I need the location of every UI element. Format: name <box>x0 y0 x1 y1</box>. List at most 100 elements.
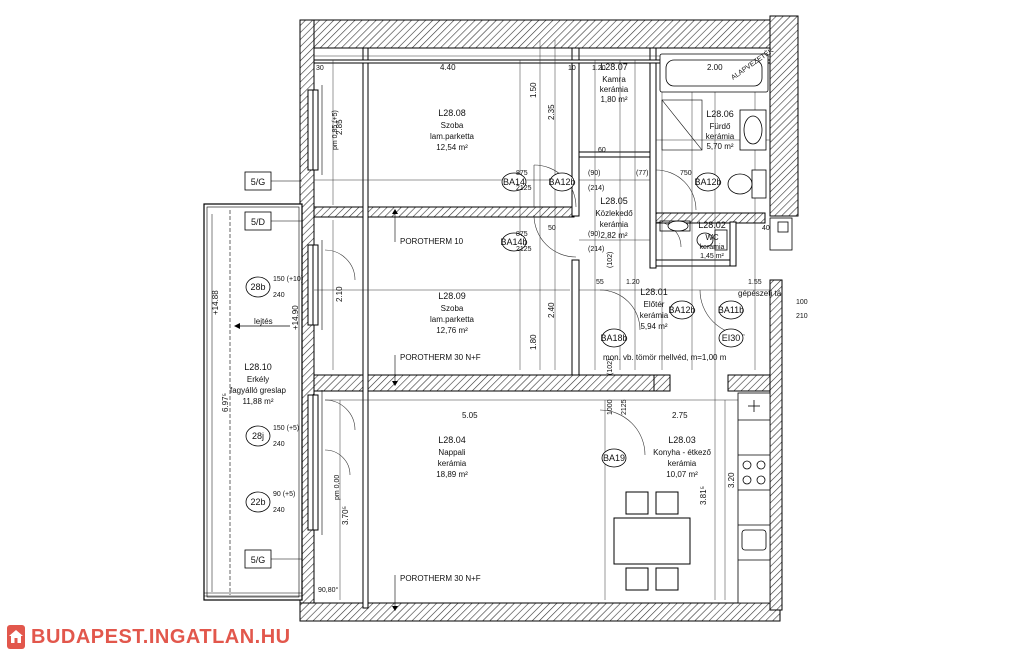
room-area: 5,70 m² <box>706 142 733 151</box>
room-id: L28.02 <box>698 220 726 230</box>
dim: +14.90 <box>291 305 300 330</box>
room-id: L28.08 <box>438 108 466 118</box>
room-floor: kerámia <box>600 85 629 94</box>
room-floor: lam.parketta <box>430 132 475 141</box>
dim: 2125 <box>516 185 532 192</box>
window-tag: 22b <box>250 497 265 507</box>
dim: (90) <box>588 231 600 238</box>
room-id: L28.05 <box>600 196 628 206</box>
door-tag: BA12b <box>548 177 575 187</box>
dim: 55 <box>596 279 604 286</box>
dim: (102) <box>607 359 614 375</box>
house-icon <box>7 625 25 649</box>
room-id: L28.09 <box>438 291 466 301</box>
dimension-texts: 4.40 2.00 1.20 5.05 2.75 2.85 2.10 2.40 … <box>211 63 808 594</box>
dim: (77) <box>636 170 648 177</box>
dim: 3.81⁵ <box>699 486 708 505</box>
dim: 750 <box>680 170 692 177</box>
interior-walls <box>313 47 771 609</box>
dim: 2.35 <box>547 104 556 120</box>
room-area: 10,07 m² <box>666 470 698 479</box>
window-width: 150 (+10) <box>273 276 303 283</box>
door-tag-labels: BA14 BA12b BA12b BA14b BA12b BA11b BA18b… <box>500 177 744 463</box>
dim: 2.00 <box>707 63 723 72</box>
door-tag: EI30 <box>722 333 741 343</box>
door-tag: BA11b <box>718 305 744 315</box>
bathtub <box>659 53 769 93</box>
toilet <box>727 169 767 199</box>
kitchen-counter <box>737 392 771 604</box>
door-tags <box>501 172 744 468</box>
room-id: L28.03 <box>668 435 696 445</box>
window-height: 240 <box>273 507 285 514</box>
dim: 30 <box>316 65 324 72</box>
dim: pm 0,85 (+5) <box>332 110 339 150</box>
room-id: L28.04 <box>438 435 466 445</box>
dim: 875 <box>516 170 528 177</box>
dim: 1.20 <box>592 65 606 72</box>
dim: 5.05 <box>462 411 478 420</box>
window-tag: 5/G <box>251 555 266 565</box>
left-windows <box>307 89 319 531</box>
room-floor: kerámia <box>668 459 697 468</box>
wall-label: gépészeti tál <box>738 289 783 298</box>
watermark-text: BUDAPEST.INGATLAN.HU <box>31 625 291 648</box>
balcony <box>203 203 303 601</box>
door-tag: BA14 <box>503 177 525 187</box>
dim: 50 <box>548 225 556 232</box>
dim: (214) <box>588 185 604 192</box>
dim: 2.40 <box>547 302 556 318</box>
washbasin <box>739 109 767 151</box>
room-area: 1,45 m² <box>700 253 724 260</box>
wall-label: POROTHERM 30 N+F <box>400 353 481 362</box>
room-name: Szoba <box>441 121 464 130</box>
dim: (90) <box>588 170 600 177</box>
wc-fixtures <box>659 220 728 251</box>
room-area: 12,76 m² <box>436 326 468 335</box>
dim: 1.80 <box>529 334 538 350</box>
room-id: L28.06 <box>706 109 734 119</box>
room-floor: kerámia <box>706 132 735 141</box>
dim: 3.20 <box>727 472 736 488</box>
room-floor: kerámia <box>700 244 725 251</box>
watermark: BUDAPEST.INGATLAN.HU <box>3 622 291 652</box>
room-name: Közlekedő <box>595 209 633 218</box>
room-name: WC <box>705 233 719 242</box>
dim: 210 <box>796 313 808 320</box>
room-id: L28.07 <box>600 62 628 72</box>
window-width: 90 (+5) <box>273 491 295 498</box>
dim: 2.85 <box>335 119 344 135</box>
window-height: 240 <box>273 441 285 448</box>
dim: 2125 <box>516 246 532 253</box>
dim: 1.50 <box>529 82 538 98</box>
slope-label: lejtés <box>254 317 273 326</box>
door-tag: BA14b <box>500 237 527 247</box>
dim: 40 <box>762 225 770 232</box>
dim: (102) <box>607 252 614 268</box>
room-floor: kerámia <box>438 459 467 468</box>
room-floor: kerámia <box>640 311 669 320</box>
door-tag: BA12b <box>668 305 695 315</box>
shower-area <box>661 99 703 151</box>
dim: 1.55 <box>748 279 762 286</box>
dim: 1000 <box>607 399 614 415</box>
dim: 2.10 <box>335 286 344 302</box>
dim: +14.88 <box>211 290 220 315</box>
dim: 10 <box>568 65 576 72</box>
wall-mechanical <box>769 217 793 251</box>
dim: 6.97⁵ <box>221 393 230 412</box>
room-area: 5,94 m² <box>640 322 667 331</box>
dim: 1.20 <box>626 279 640 286</box>
window-tag: 28j <box>252 431 264 441</box>
room-labels: L28.08 Szoba lam.parketta 12,54 m² L28.0… <box>230 62 735 479</box>
room-name: Konyha - étkező <box>653 448 711 457</box>
room-name: Fürdő <box>710 122 731 131</box>
dimension-lines <box>314 40 770 600</box>
dim: pm 0,00 <box>334 475 341 500</box>
dim: 3.70⁵ <box>341 506 350 525</box>
wall-label: POROTHERM 10 <box>400 237 464 246</box>
window-height: 240 <box>273 292 285 299</box>
window-tag: 28b <box>250 282 265 292</box>
room-area: 1,80 m² <box>600 95 627 104</box>
